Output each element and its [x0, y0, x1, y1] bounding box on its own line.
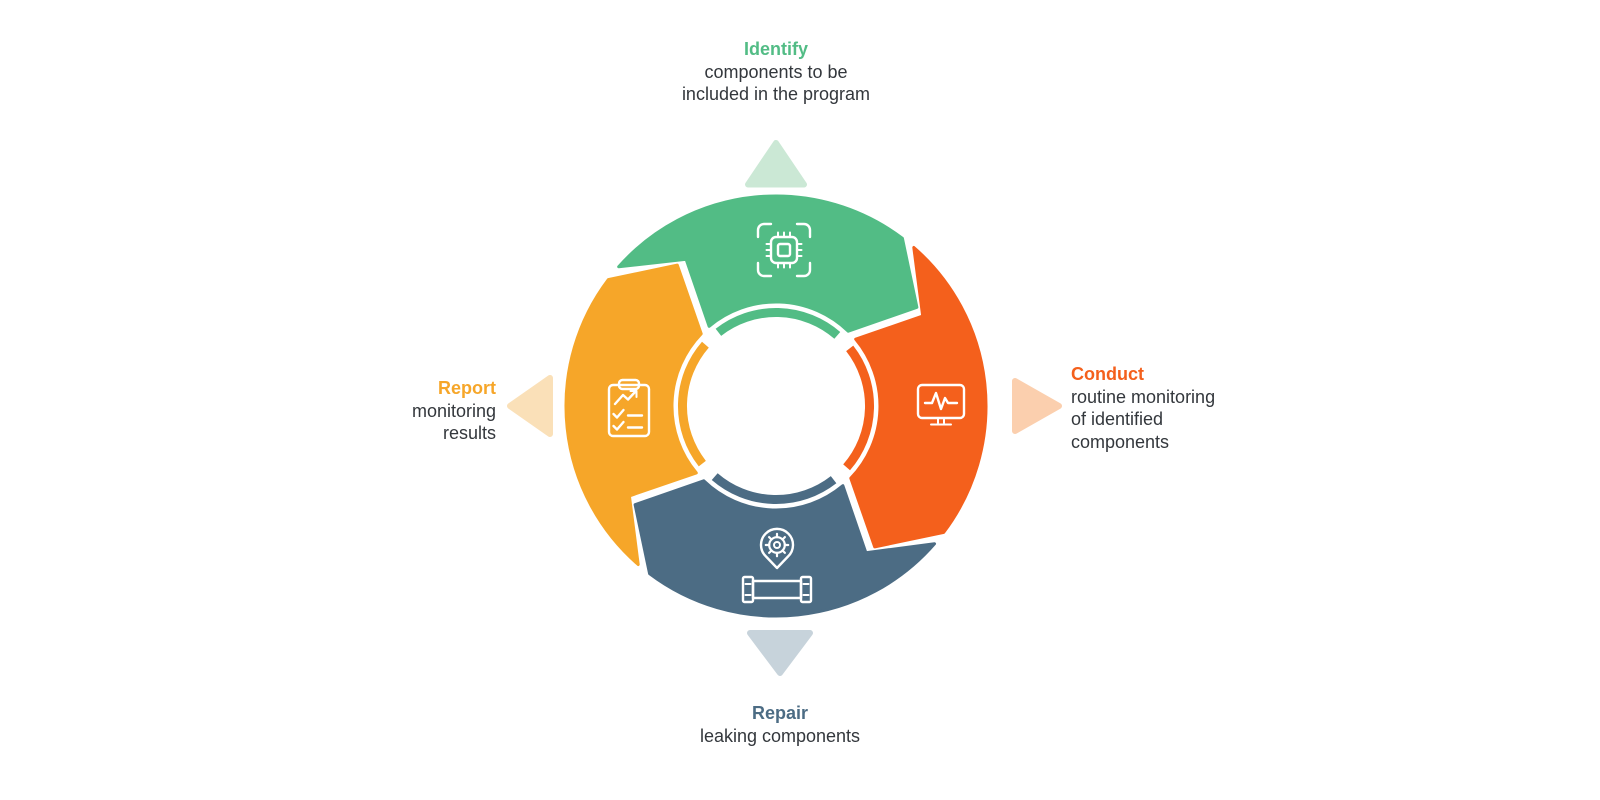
step-label-report: Report monitoring results — [412, 377, 496, 445]
inner-ring — [678, 308, 874, 504]
arrow-left-icon — [507, 375, 553, 437]
monitor-pulse-icon — [916, 383, 966, 426]
step-body-report: monitoring results — [411, 400, 496, 444]
step-label-conduct: Conduct routine monitoring of identified… — [1071, 363, 1215, 453]
inner-arc-repair — [711, 473, 837, 504]
step-heading-conduct: Conduct — [1071, 364, 1144, 384]
inner-arc-report — [678, 341, 709, 467]
step-heading-repair: Repair — [751, 703, 809, 723]
step-label-repair: Repair leaking components — [700, 702, 860, 747]
segment-identify — [617, 194, 919, 333]
step-heading-identify: Identify — [743, 39, 808, 59]
inner-arc-identify — [715, 308, 841, 339]
chip-scan-icon — [756, 222, 812, 278]
clipboard-checklist-icon — [607, 378, 651, 438]
step-heading-report: Report — [438, 378, 496, 398]
arrow-right-icon — [1012, 378, 1062, 434]
step-body-repair: leaking components — [699, 725, 861, 746]
step-body-conduct: routine monitoring of identified compone… — [1071, 386, 1216, 452]
inner-arc-conduct — [843, 345, 874, 471]
gear-pin-pipe-icon — [741, 527, 813, 604]
arrow-top-icon — [745, 140, 807, 188]
arrow-bottom-icon — [747, 630, 813, 676]
outer-arrows — [507, 140, 1062, 676]
step-label-identify: Identify components to be included in th… — [682, 38, 870, 106]
step-body-identify: components to be included in the program — [681, 61, 871, 105]
